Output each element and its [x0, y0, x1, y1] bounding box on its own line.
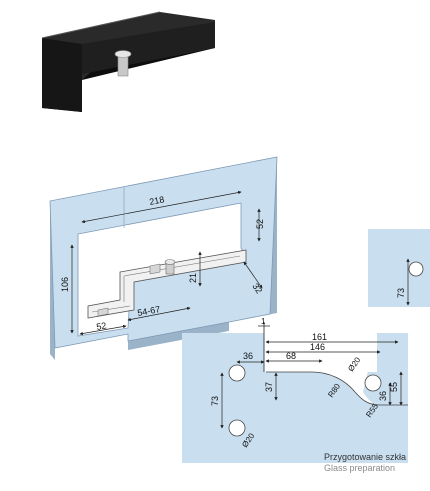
bolt-head	[114, 50, 132, 58]
dim-218-line	[81, 190, 242, 224]
dim-54-67-line	[127, 306, 191, 322]
dim-55-label: 55	[389, 382, 399, 392]
fitting-front-upper	[82, 22, 215, 74]
preview-hole	[408, 261, 424, 277]
glass-preparation-detail: 1 161 146 68 36 37 73 Ø20 Ø20 R80 R55 36…	[182, 317, 408, 463]
dim-52-bottom-label: 52	[96, 320, 108, 332]
glass-preview-partial: 73	[368, 229, 430, 307]
dim-218-label: 218	[148, 194, 165, 207]
dim-37-label: 37	[264, 382, 274, 392]
preview-dim-73-label: 73	[396, 288, 406, 298]
prep-hole-upper	[228, 364, 246, 382]
caption-english: Glass preparation	[324, 463, 396, 473]
fitting-edge-highlight	[41, 11, 161, 39]
dim-21-label: 21	[188, 273, 198, 283]
dim-73-left-label: 73	[210, 396, 220, 406]
fitting-bolt-head	[164, 259, 176, 265]
dim-106-label: 106	[60, 277, 70, 292]
prep-hole-lower	[228, 419, 246, 437]
product-photo	[41, 11, 215, 112]
dim-32-label: 32	[250, 281, 264, 295]
caption-polish: Przygotowanie szkła	[324, 452, 407, 462]
dim-1-label: 1	[261, 317, 266, 326]
glass-panel-isometric: 218 52 106 21 32 54-67 52	[49, 156, 278, 360]
fitting-front-face	[42, 38, 82, 112]
dim-146-label: 146	[310, 342, 325, 352]
dim-52-bottom-line	[79, 324, 127, 336]
fitting-nut	[97, 263, 161, 317]
dim-52-top-label: 52	[255, 219, 265, 229]
dim-68-label: 68	[286, 351, 296, 361]
prep-curve-r80	[266, 371, 408, 406]
dim-54-67-label: 54-67	[137, 304, 161, 318]
dim-36-right-label: 36	[378, 391, 388, 401]
dim-36-top-label: 36	[243, 351, 253, 361]
prep-hole-right	[364, 374, 382, 392]
dim-161-label: 161	[312, 332, 327, 342]
dim-32-line	[243, 261, 263, 289]
